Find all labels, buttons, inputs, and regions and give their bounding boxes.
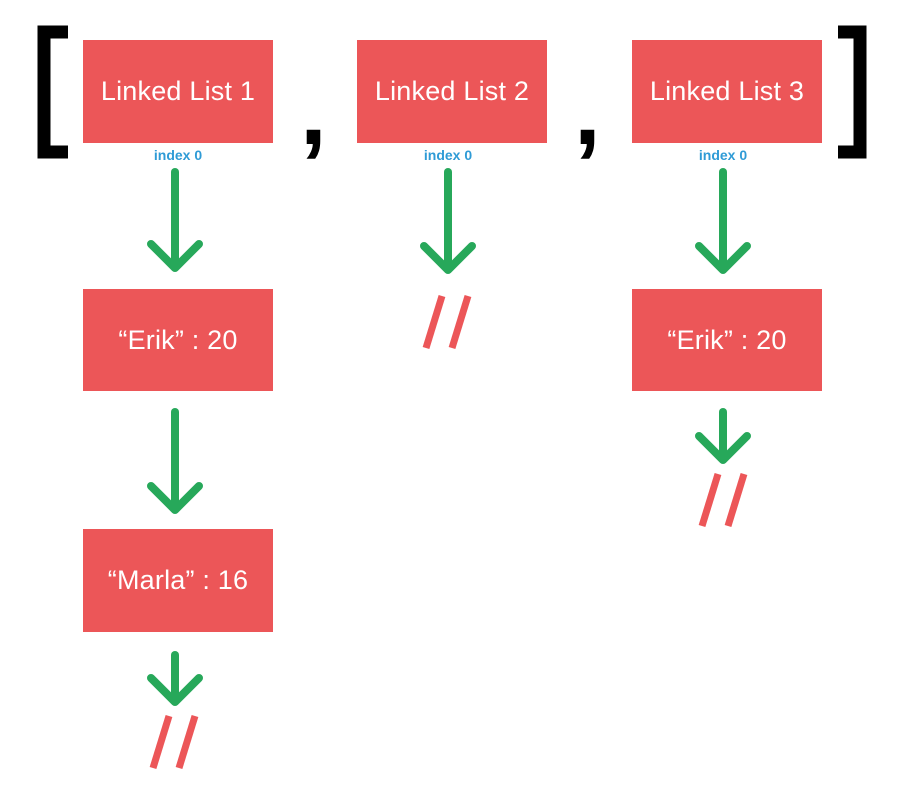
array-open-bracket [37, 25, 68, 159]
linked-list-3-index-label: index 0 [698, 147, 748, 163]
linked-list-3-node-1: “Erik” : 20 [632, 289, 822, 391]
linked-list-2-null-terminator [422, 294, 472, 350]
linked-list-1-index-label: index 0 [153, 147, 203, 163]
linked-list-2-head: Linked List 2 [357, 40, 547, 143]
array-separator-2: , [574, 58, 601, 165]
linked-list-1-head: Linked List 1 [83, 40, 273, 143]
linked-list-1-null-terminator [149, 714, 199, 770]
arrow-list1-head-to-node1 [147, 168, 203, 272]
arrow-list3-head-to-node1 [695, 168, 751, 274]
arrow-list1-node2-to-null [147, 651, 203, 706]
linked-list-1-node-1: “Erik” : 20 [83, 289, 273, 391]
linked-list-3-null-terminator [698, 472, 748, 528]
arrow-list1-node1-to-node2 [147, 408, 203, 514]
array-close-bracket [838, 25, 867, 159]
array-separator-1: , [300, 58, 327, 165]
arrow-list3-node1-to-null [695, 408, 751, 464]
linked-list-3-head: Linked List 3 [632, 40, 822, 143]
linked-list-2-index-label: index 0 [423, 147, 473, 163]
arrow-list2-head-to-null [420, 168, 476, 274]
linked-list-1-node-2: “Marla” : 16 [83, 529, 273, 632]
